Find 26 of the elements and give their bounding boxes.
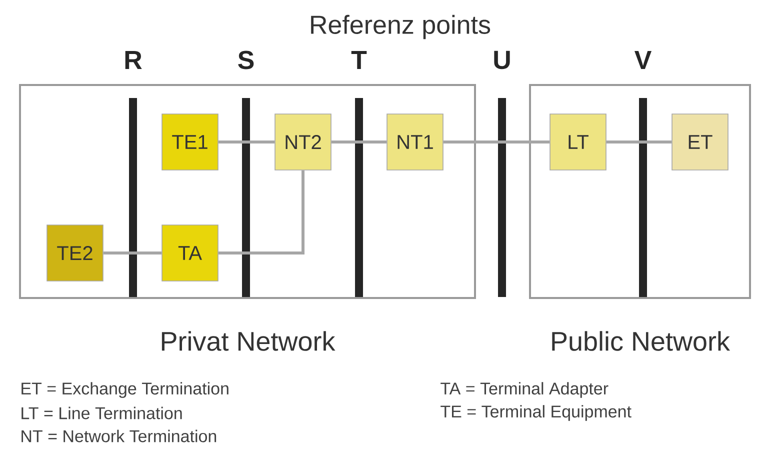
connection-line (606, 140, 672, 144)
connection-line (103, 252, 162, 254)
node-label: Public Network (552, 331, 730, 351)
reference-point-label: S (238, 50, 254, 70)
abbreviation-note: ET = Exchange Termination (22, 382, 228, 398)
device-box: TE1 (162, 114, 218, 170)
connection-line (218, 170, 304, 254)
title: Referenz points (311, 14, 490, 40)
abbreviation-note: NT = Network Termination (22, 430, 216, 442)
node-label: Privat Network (162, 331, 336, 351)
abbreviation-note: LT = Line Termination (22, 406, 182, 420)
reference-point-label: R (125, 51, 142, 69)
device-box: TE2 (46, 224, 104, 282)
abbreviation-note: TA = Terminal Adapter (440, 382, 608, 398)
reference-point-label: U (494, 50, 510, 70)
device-box: LT (550, 114, 606, 170)
device-box: ET (672, 114, 728, 170)
connection-line (331, 140, 387, 144)
connection-line (218, 140, 275, 144)
reference-point-label: V (634, 51, 652, 69)
device-box: NT2 (274, 114, 332, 170)
abbreviation-note: TE = Terminal Equipment (440, 405, 632, 421)
reference-point-label: T (351, 51, 367, 69)
connection-line (443, 140, 550, 144)
device-box: TA (162, 224, 218, 282)
device-box: NT1 (386, 114, 444, 170)
